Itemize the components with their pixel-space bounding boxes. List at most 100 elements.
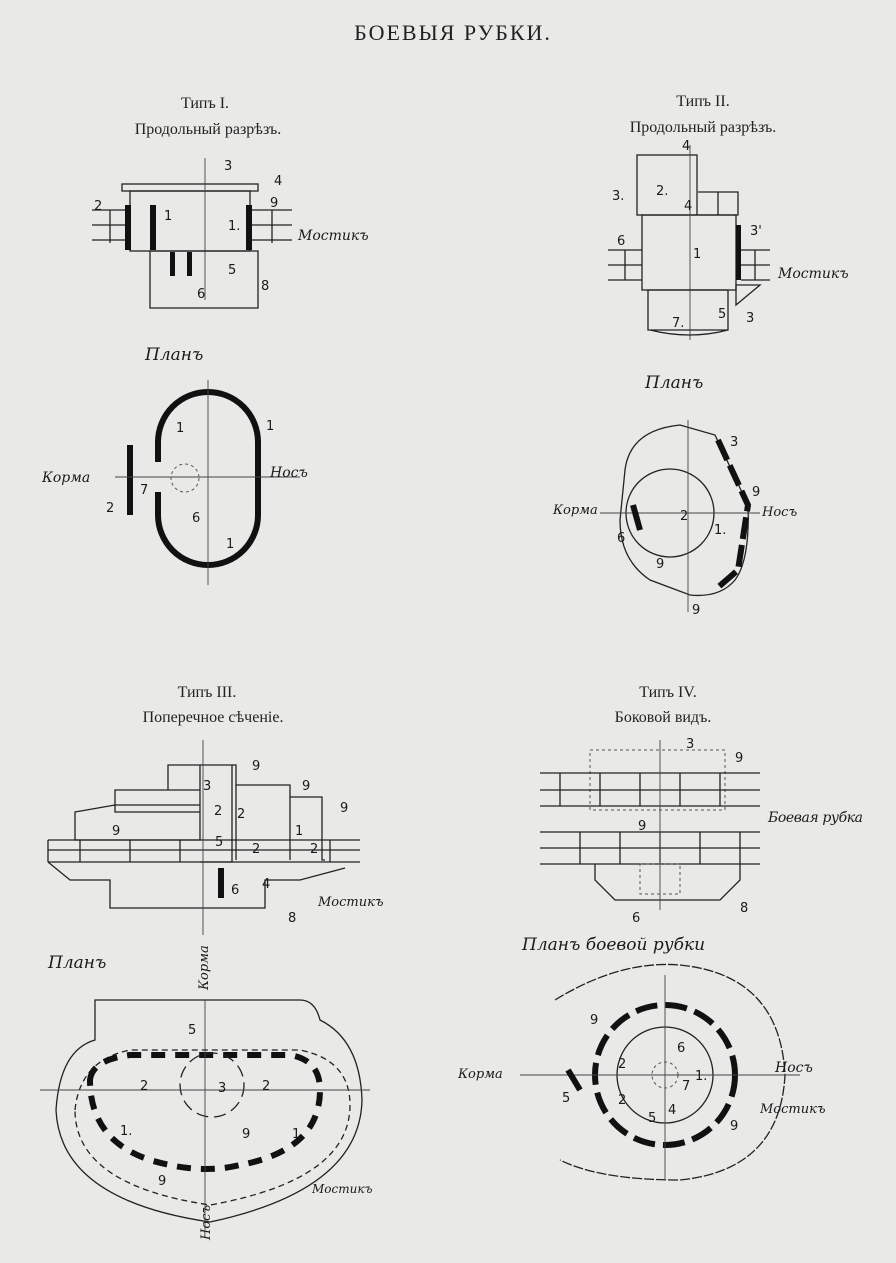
callout-number: 9 (302, 779, 310, 794)
type3-plan-bridge-label: Мостикъ (311, 1182, 373, 1196)
page-title: БОЕВЫЯ РУБКИ. (354, 20, 552, 45)
callout-number: 9 (252, 759, 260, 774)
callout-number: 4 (668, 1103, 676, 1118)
type2-section: Типъ II. Продольный разрѣзъ. 4 3. 2. 4 6… (608, 93, 849, 340)
callout-number: 1 (164, 209, 172, 224)
callout-number: 8 (288, 911, 296, 926)
callout-number: 1 (176, 421, 184, 436)
type1-subtitle: Продольный разрѣзъ. (135, 121, 282, 138)
callout-number: 3' (750, 224, 762, 239)
type1-bridge-label: Мостикъ (297, 228, 369, 244)
callout-number: 5 (562, 1091, 570, 1106)
callout-number: 1. (714, 523, 726, 538)
type3-stern-label: Корма (197, 945, 212, 991)
type1-bow-label: Носъ (269, 465, 308, 481)
callout-number: 8 (261, 279, 269, 294)
type1-plan: Планъ Корма Носъ 1 1 1 2 7 6 (41, 345, 308, 585)
type2-bow-label: Носъ (761, 505, 797, 520)
callout-number: 2 (680, 509, 688, 524)
callout-number: 1 (226, 537, 234, 552)
callout-number: 9 (340, 801, 348, 816)
callout-number: 9 (590, 1013, 598, 1028)
callout-number: 3. (612, 189, 624, 204)
type4-title: Типъ IV. (639, 684, 697, 701)
callout-number: 6 (677, 1041, 685, 1056)
callout-number: 3 (686, 737, 694, 752)
callout-number: 3 (746, 311, 754, 326)
callout-number: 6 (231, 883, 239, 898)
callout-number: 2 (618, 1093, 626, 1108)
callout-number: 9 (730, 1119, 738, 1134)
callout-number: 7. (672, 316, 684, 331)
type1-stern-label: Корма (41, 470, 90, 486)
callout-number: 2 (106, 501, 114, 516)
callout-number: 5 (718, 307, 726, 322)
callout-number: 2 (140, 1079, 148, 1094)
type2-stern-label: Корма (552, 503, 598, 518)
callout-number: 3 (203, 779, 211, 794)
callout-number: 9 (638, 819, 646, 834)
type4-bow-label: Носъ (774, 1060, 813, 1076)
callout-number: 6 (617, 531, 625, 546)
callout-number: 9 (735, 751, 743, 766)
type3-section: Типъ III. Поперечное сѣченіе. 9 3 9 9 2 … (47, 684, 384, 991)
callout-number: 1. (120, 1124, 132, 1139)
type2-plan: Планъ Корма Носъ 3 9 6 2 1. 9 9 (552, 373, 797, 618)
callout-number: 8 (740, 901, 748, 916)
callout-number: 6 (197, 287, 205, 302)
callout-number: 4 (682, 139, 690, 154)
type2-plan-label: Планъ (644, 373, 703, 393)
type2-subtitle: Продольный разрѣзъ. (630, 119, 777, 136)
callout-number: 9 (242, 1127, 250, 1142)
callout-number: 6 (617, 234, 625, 249)
callout-number: 4 (262, 877, 270, 892)
callout-number: 2 (237, 807, 245, 822)
type2-title: Типъ II. (676, 93, 729, 110)
callout-number: 7 (140, 483, 148, 498)
type1-title: Типъ I. (181, 95, 229, 112)
callout-number: 1 (693, 247, 701, 262)
type4-subtitle: Боковой видъ. (615, 709, 712, 726)
callout-number: 2 (94, 199, 102, 214)
type3-title: Типъ III. (178, 684, 237, 701)
callout-number: 5 (188, 1023, 196, 1038)
callout-number: 5 (228, 263, 236, 278)
callout-number: 9 (656, 557, 664, 572)
callout-number: 5 (648, 1111, 656, 1126)
callout-number: 3 (218, 1081, 226, 1096)
callout-number: 1. (695, 1069, 707, 1084)
callout-number: 6 (632, 911, 640, 926)
type2-bridge-label: Мостикъ (777, 266, 849, 282)
callout-number: 1 (266, 419, 274, 434)
type4-plan: Планъ боевой рубки Корма Носъ Мостикъ 9 … (457, 935, 826, 1181)
callout-number: 4 (274, 174, 282, 189)
callout-number: 1 (292, 1127, 300, 1142)
type4-plan-label: Планъ боевой рубки (521, 935, 705, 955)
callout-number: 6 (192, 511, 200, 526)
callout-number: 9 (158, 1174, 166, 1189)
callout-number: 2 (310, 842, 318, 857)
callout-number: 9 (752, 485, 760, 500)
type1-plan-label: Планъ (144, 345, 203, 365)
callout-number: 3 (730, 435, 738, 450)
callout-number: 5 (215, 835, 223, 850)
callout-number: 1 (295, 824, 303, 839)
type4-tower-label: Боевая рубка (767, 810, 863, 826)
type3-bridge-label: Мостикъ (317, 895, 384, 910)
callout-number: 9 (692, 603, 700, 618)
type3-subtitle: Поперечное сѣченіе. (143, 709, 284, 726)
callout-number: 9 (112, 824, 120, 839)
callout-number: 2 (214, 804, 222, 819)
callout-number: 2 (618, 1057, 626, 1072)
callout-number: 3 (224, 159, 232, 174)
type3-plan-label: Планъ (47, 953, 106, 973)
type4-section: Типъ IV. Боковой видъ. 3 9 9 6 8 Боевая … (540, 684, 863, 926)
callout-number: 2 (262, 1079, 270, 1094)
callout-number: 2 (252, 842, 260, 857)
type3-bow-label: Носъ (199, 1205, 214, 1241)
callout-number: 1. (228, 219, 240, 234)
callout-number: 4 (684, 199, 692, 214)
type3-plan: Планъ 5 3 2 2 1. 1 9 9 Мостикъ Носъ (40, 953, 373, 1241)
